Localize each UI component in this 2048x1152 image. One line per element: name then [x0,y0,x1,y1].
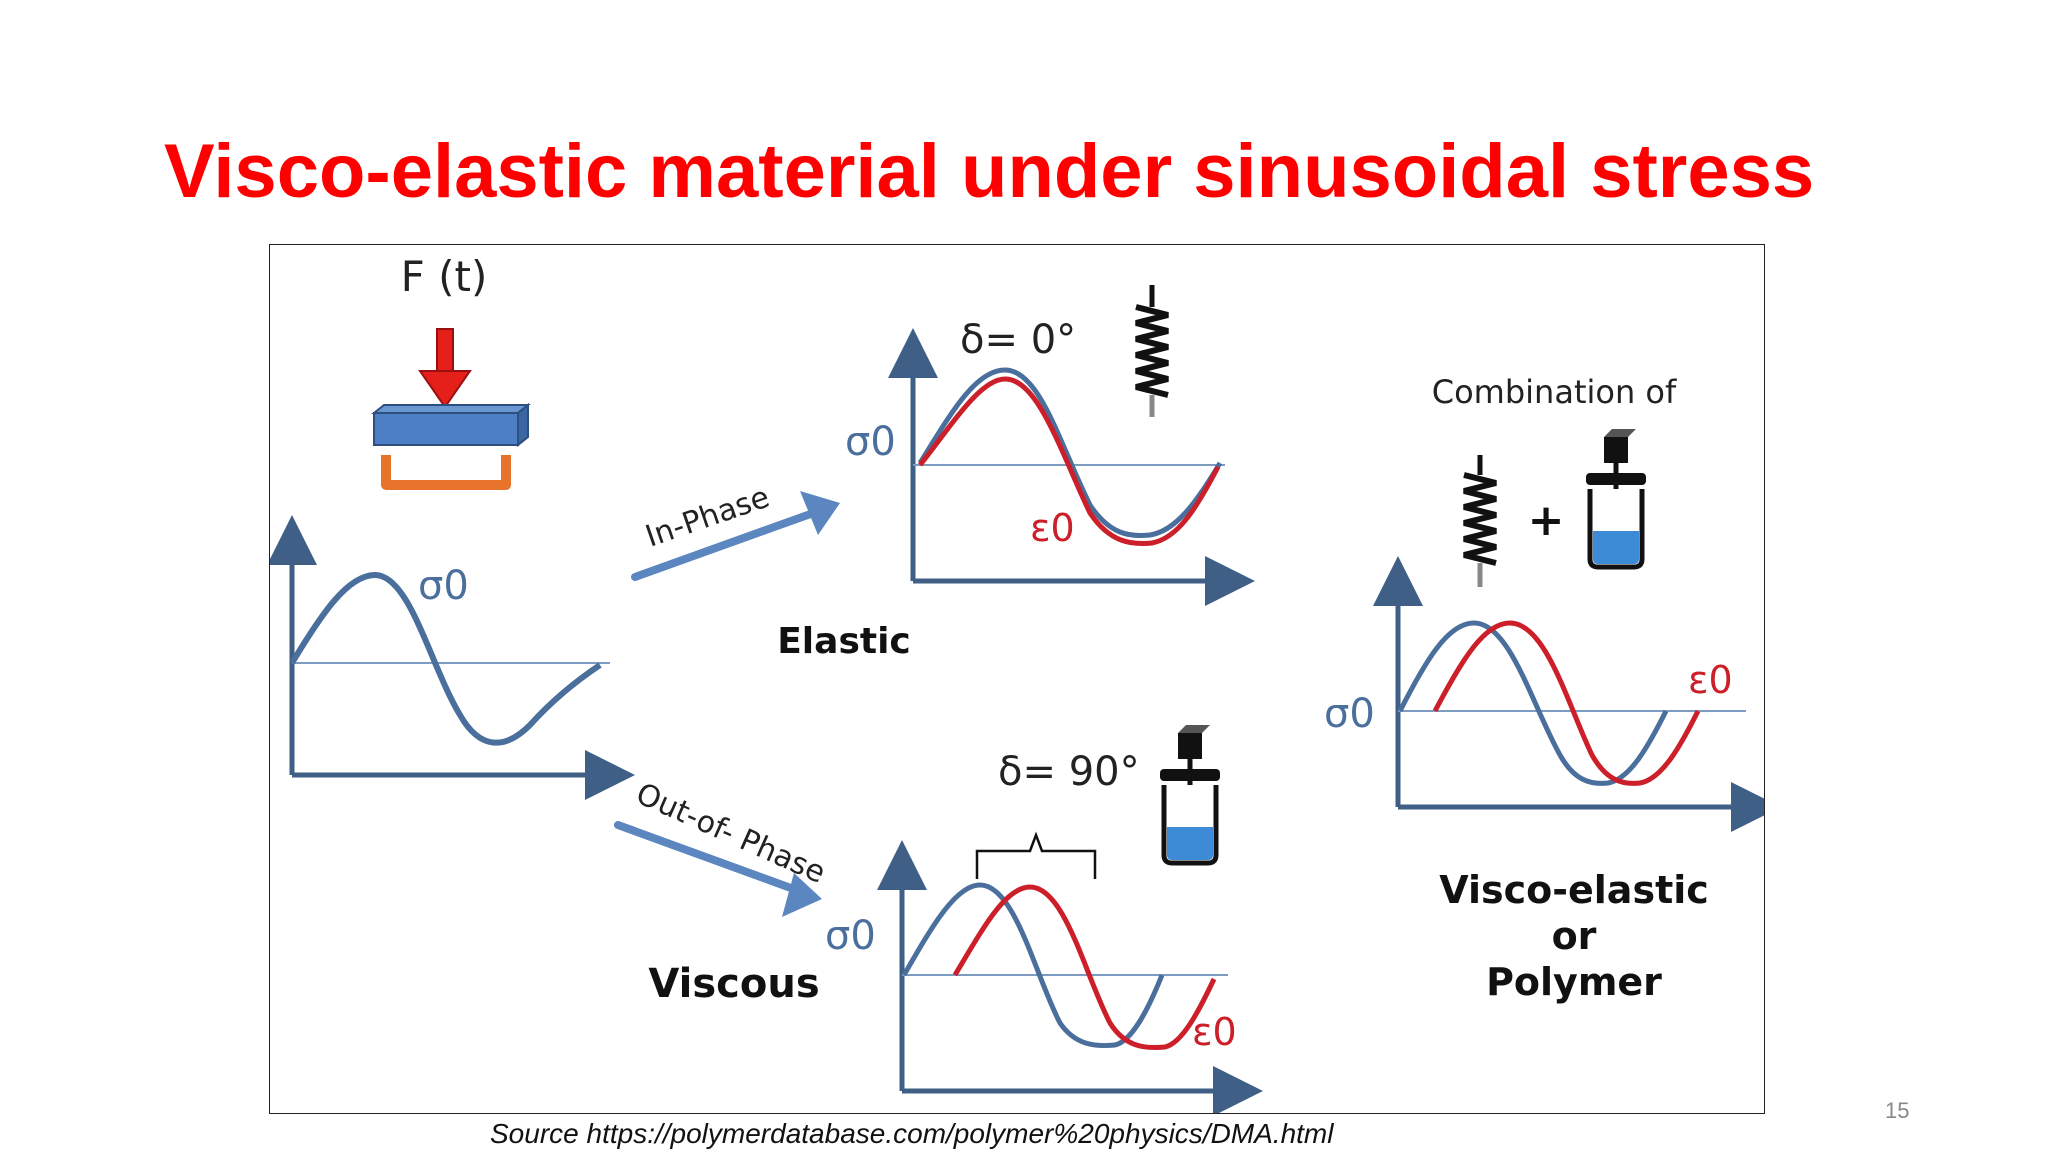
viscoelastic-strain-wave [1432,620,1701,786]
dma-figure: F (t) σ0 In-Phase Out-of- Phase δ= 0° [269,244,1765,1114]
input-stress-plot [270,515,635,800]
force-arrow-icon [418,328,472,409]
out-of-phase-arrow-icon [614,821,822,917]
viscoelastic-stress-wave [1397,620,1669,786]
input-sigma-label: σ0 [418,563,469,609]
combination-label: Combination of [1432,373,1677,411]
viscoelastic-label-line1: Visco-elastic [1439,868,1709,912]
slide-title: Visco-elastic material under sinusoidal … [164,129,1815,214]
source-citation: Source https://polymerdatabase.com/polym… [490,1118,1334,1149]
viscous-delta-label: δ= 90° [998,749,1140,795]
page-number: 15 [1885,1098,1910,1123]
elastic-stress-wave [917,367,1223,538]
spring-icon [1135,285,1169,417]
out-of-phase-label: Out-of- Phase [631,776,831,891]
dashpot-icon [1160,725,1220,866]
viscoelastic-plot [1373,556,1764,832]
viscous-label: Viscous [648,961,819,1007]
spring-icon-combination [1463,455,1497,587]
elastic-strain-wave [918,376,1221,546]
in-phase-arrow-icon [631,491,840,581]
dashpot-icon-combination [1586,429,1646,570]
viscous-strain-wave [952,884,1217,1051]
sample-fixture-icon [371,402,531,490]
viscoelastic-sigma-label: σ0 [1324,691,1375,737]
viscoelastic-epsilon-label: ε0 [1688,658,1733,702]
plus-sign: + [1528,495,1565,546]
elastic-sigma-label: σ0 [845,419,896,465]
input-stress-wave [289,571,602,746]
elastic-delta-label: δ= 0° [960,317,1076,363]
viscous-stress-wave [901,882,1165,1049]
viscous-epsilon-label: ε0 [1192,1010,1237,1054]
elastic-epsilon-label: ε0 [1030,506,1075,550]
viscoelastic-label-line2: or [1552,914,1597,958]
viscoelastic-label-line3: Polymer [1486,960,1662,1004]
viscous-sigma-label: σ0 [825,913,876,959]
viscous-plot [877,831,1263,1113]
elastic-plot [888,328,1255,606]
in-phase-label: In-Phase [641,480,774,555]
force-label: F (t) [401,252,488,301]
elastic-label: Elastic [777,621,911,662]
